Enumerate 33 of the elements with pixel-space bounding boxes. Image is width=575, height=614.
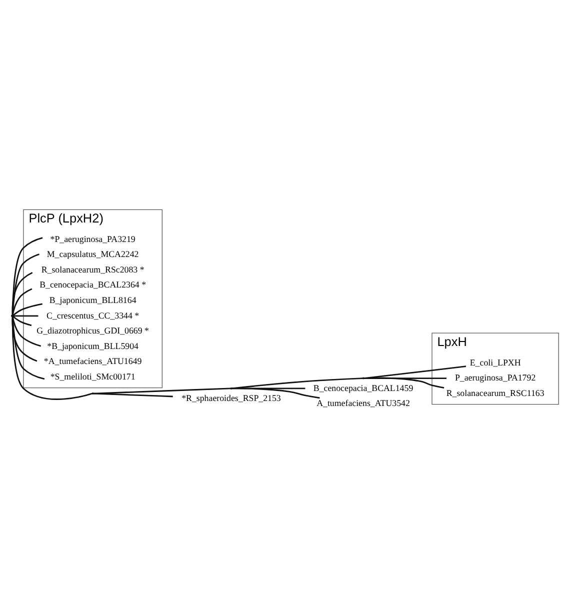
- node-text: M_capsulatus_MCA2242: [46, 249, 139, 260]
- node-text: E_coli_LPXH: [470, 357, 521, 368]
- node-point: [230, 387, 232, 390]
- connector: [12, 316, 45, 380]
- node-text: B_cenocepacia_BCAL2364 *: [40, 280, 146, 290]
- node-text: *A_tumefaciens_ATU1649: [44, 356, 142, 366]
- node-text: *S_meliloti_SMc00171: [50, 371, 136, 382]
- connector: [12, 315, 38, 317]
- node-text: R_solanacearum_RSC1163: [446, 388, 544, 398]
- node-text: B_cenocepacia_BCAL1459: [313, 382, 414, 393]
- connector: [94, 388, 231, 394]
- node-point: [92, 392, 94, 395]
- node-text: *R_sphaeroides_RSP_2153: [182, 392, 281, 403]
- node-point: [10, 314, 13, 317]
- node-text: G_diazotrophicus_GDI_0669 *: [36, 326, 150, 336]
- node-text: C_crescentus_CC_3344 *: [46, 310, 140, 320]
- connector: [364, 366, 466, 379]
- node-text: B_japonicum_BLL8164: [49, 294, 136, 305]
- connector: [12, 316, 92, 400]
- connector: [12, 303, 43, 316]
- connector: [12, 272, 33, 316]
- connector: [12, 316, 38, 362]
- node-text: P_aeruginosa_PA1792: [454, 372, 536, 383]
- node-point: [362, 377, 364, 380]
- connector: [232, 388, 320, 399]
- node-text: A_tumefaciens_ATU3542: [316, 398, 410, 408]
- connector: [12, 315, 32, 326]
- node-text: *B_japonicum_BLL5904: [47, 340, 139, 351]
- node-text: *P_aeruginosa_PA3219: [50, 234, 136, 244]
- connector: [12, 316, 42, 347]
- connector: [364, 377, 444, 388]
- node-text: R_solanacearum_RSc2083 *: [41, 264, 144, 274]
- connector: [94, 392, 173, 398]
